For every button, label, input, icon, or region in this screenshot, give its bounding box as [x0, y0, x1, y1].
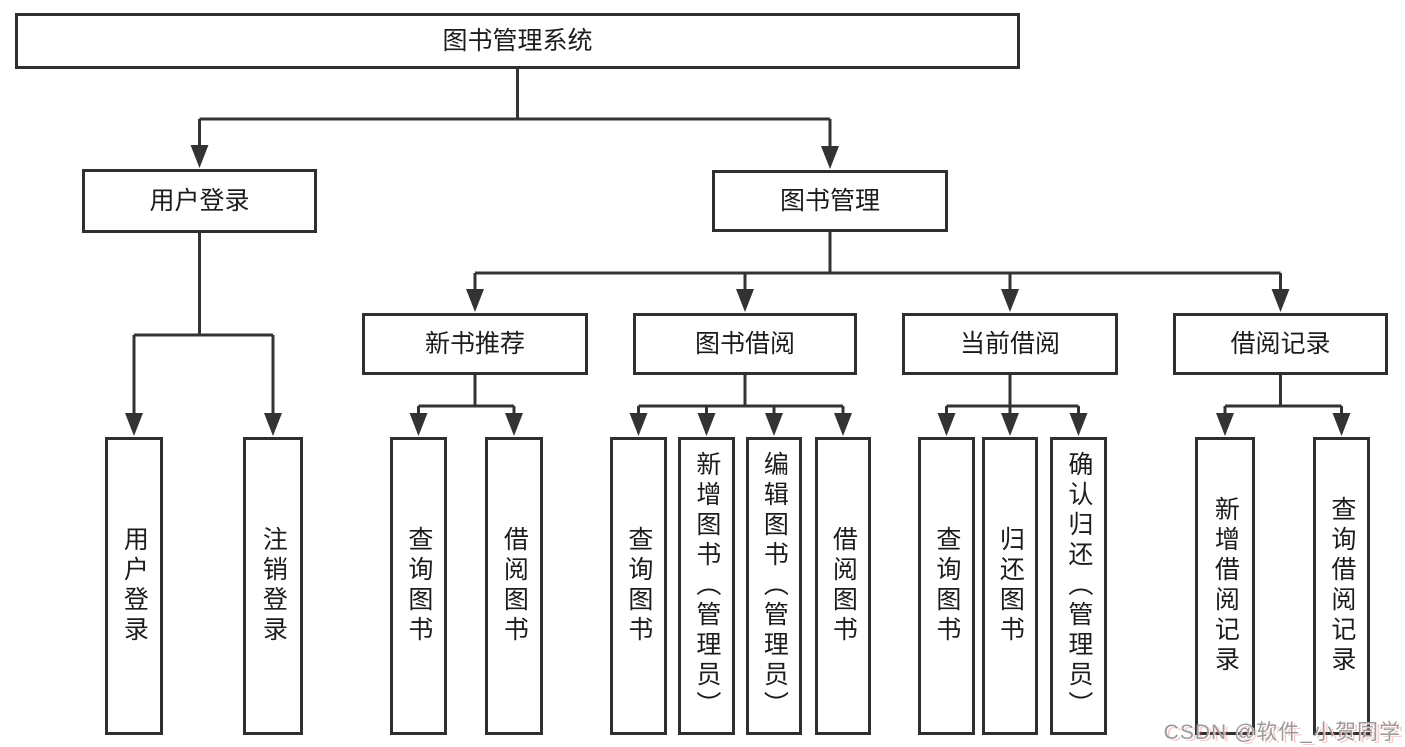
node-leaf-add-book-admin: 新增图书（管理员）: [678, 437, 735, 735]
node-leaf-borrow-book-2: 借阅图书: [815, 437, 871, 735]
node-user-login: 用户登录: [82, 169, 317, 233]
node-label: 确认归还（管理员）: [1064, 451, 1093, 721]
arrowhead-down-icon: [736, 289, 754, 312]
node-label: 图书借阅: [694, 329, 795, 358]
edge-user-login: [132, 233, 275, 419]
node-leaf-query-borrow-record: 查询借阅记录: [1313, 437, 1370, 735]
node-label: 借阅图书: [829, 526, 858, 646]
edge-book-borrow: [637, 375, 845, 419]
node-label: 查询借阅记录: [1327, 496, 1356, 676]
arrowhead-down-icon: [1001, 413, 1019, 436]
arrowhead-down-icon: [409, 413, 428, 436]
node-label: 图书管理: [779, 186, 880, 215]
node-label: 编辑图书（管理员）: [760, 451, 789, 721]
arrowhead-down-icon: [1332, 413, 1351, 436]
arrowhead-down-icon: [697, 413, 716, 436]
node-label: 查询图书: [932, 526, 961, 646]
node-current-borrow: 当前借阅: [902, 313, 1118, 375]
arrowhead-down-icon: [125, 413, 143, 436]
node-label: 借阅图书: [500, 526, 529, 646]
node-leaf-user-login: 用户登录: [105, 437, 163, 735]
node-label: 当前借阅: [959, 329, 1060, 358]
arrowhead-down-icon: [264, 413, 282, 436]
arrowhead-down-icon: [1216, 413, 1234, 436]
arrowhead-down-icon: [765, 413, 783, 436]
node-leaf-query-book-1: 查询图书: [390, 437, 447, 735]
node-leaf-return-book: 归还图书: [982, 437, 1038, 735]
node-label: 新增借阅记录: [1211, 496, 1240, 676]
arrowhead-down-icon: [821, 146, 839, 169]
node-leaf-query-book-2: 查询图书: [610, 437, 667, 735]
edge-current-borrow: [945, 375, 1080, 419]
arrowhead-down-icon: [190, 145, 209, 168]
node-label: 查询图书: [404, 526, 433, 646]
node-leaf-query-book-3: 查询图书: [918, 437, 975, 735]
edge-borrow-records: [1223, 375, 1343, 419]
node-leaf-add-borrow-record: 新增借阅记录: [1195, 437, 1255, 735]
arrowhead-down-icon: [834, 413, 852, 436]
node-borrow-records: 借阅记录: [1173, 313, 1388, 375]
node-book-management: 图书管理: [712, 170, 948, 232]
node-leaf-confirm-return-admin: 确认归还（管理员）: [1050, 437, 1107, 735]
arrowhead-down-icon: [1001, 289, 1019, 312]
node-leaf-edit-book-admin: 编辑图书（管理员）: [746, 437, 802, 735]
arrowhead-down-icon: [466, 289, 484, 312]
edge-new-book-recommend: [417, 375, 516, 419]
node-label: 新书推荐: [424, 329, 525, 358]
node-leaf-borrow-book-1: 借阅图书: [485, 437, 543, 735]
node-book-borrow: 图书借阅: [633, 313, 857, 375]
node-label: 新增图书（管理员）: [692, 451, 721, 721]
node-label: 用户登录: [149, 186, 250, 215]
arrowhead-down-icon: [505, 413, 523, 436]
edge-book-management: [473, 232, 1282, 295]
node-label: 图书管理系统: [442, 26, 593, 55]
arrowhead-down-icon: [1069, 413, 1088, 436]
node-new-book-recommend: 新书推荐: [362, 313, 588, 375]
node-label: 查询图书: [624, 526, 653, 646]
node-label: 归还图书: [996, 526, 1025, 646]
node-leaf-logout: 注销登录: [243, 437, 303, 735]
arrowhead-down-icon: [937, 413, 956, 436]
node-root: 图书管理系统: [15, 13, 1020, 69]
arrowhead-down-icon: [1271, 289, 1290, 312]
arrowhead-down-icon: [629, 413, 648, 436]
edge-root: [198, 69, 832, 152]
node-label: 注销登录: [259, 526, 288, 646]
node-label: 用户登录: [120, 526, 149, 646]
node-label: 借阅记录: [1230, 329, 1331, 358]
